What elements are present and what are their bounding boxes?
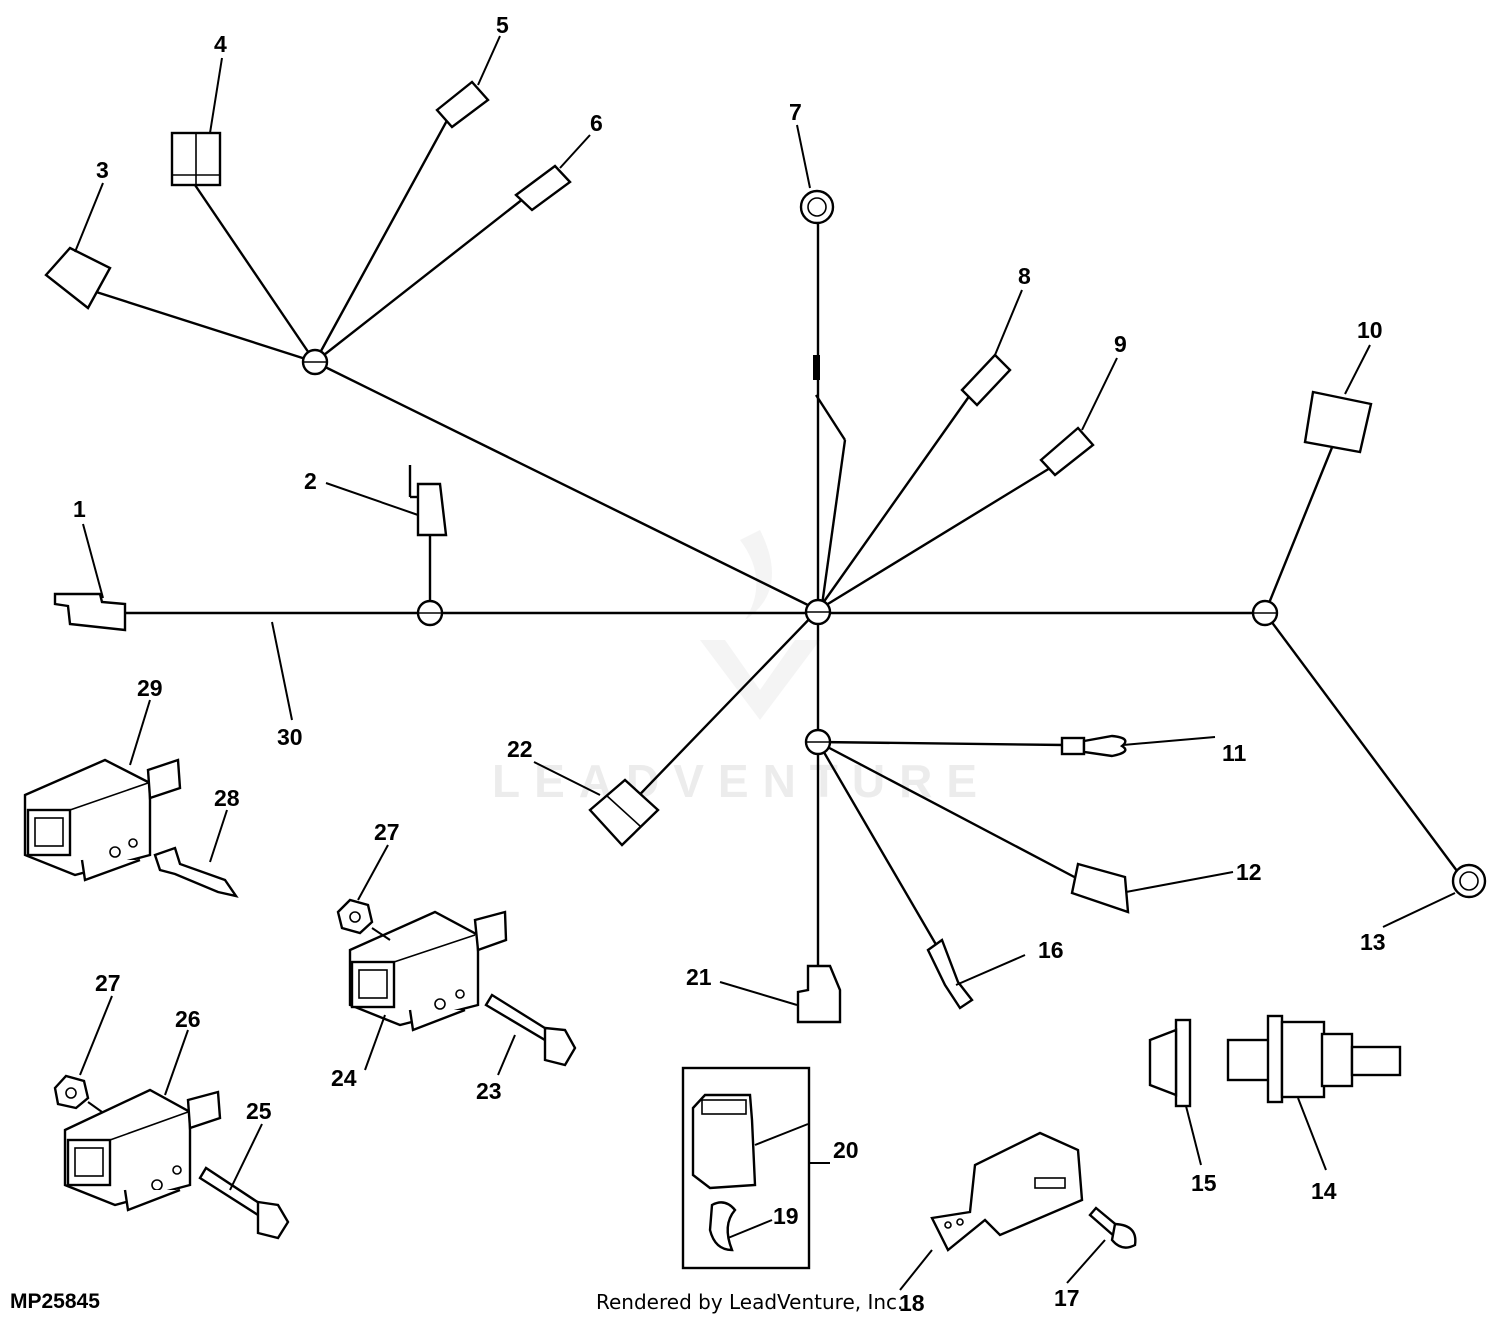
watermark-logo [700,530,820,720]
watermark-text: LEADVENTURE [492,755,991,807]
callout-27-lower: 27 [95,970,121,996]
leader-lines [74,35,1456,1291]
bolt-23 [484,993,577,1067]
callout-27-upper: 27 [374,819,400,845]
callout-10: 10 [1357,317,1383,343]
render-credit: Rendered by LeadVenture, Inc. [596,1290,904,1314]
connector-1 [53,592,127,632]
fuse-kit-box-20 [681,1066,811,1270]
switch-24 [348,910,508,1032]
connector-12 [1070,862,1130,914]
callout-18: 18 [899,1290,925,1316]
boot-15 [1148,1018,1192,1108]
switch-29 [23,758,182,882]
callout-24: 24 [331,1065,357,1091]
splice-nodes [301,348,1279,756]
callout-2: 2 [304,468,317,494]
connector-5 [435,80,490,129]
connector-2 [408,465,448,537]
callout-30: 30 [277,724,303,750]
callout-28: 28 [214,785,240,811]
callout-12: 12 [1236,859,1262,885]
ring-terminal-13 [1451,863,1487,899]
callout-14: 14 [1311,1178,1337,1204]
connector-8 [960,353,1012,407]
callout-25: 25 [246,1098,272,1124]
callout-11: 11 [1222,740,1247,766]
bracket-18 [930,1131,1084,1252]
callout-22: 22 [507,736,533,762]
callout-4: 4 [214,31,227,57]
callout-8: 8 [1018,263,1031,289]
callout-29: 29 [137,675,163,701]
nut-27-lower [53,1074,90,1110]
callout-19: 19 [773,1203,799,1229]
connector-22 [588,778,660,847]
callout-16: 16 [1038,937,1064,963]
callout-13: 13 [1360,929,1386,955]
connector-6 [514,164,572,212]
screw-17 [1088,1206,1137,1249]
callout-6: 6 [590,110,603,136]
connector-3 [44,246,112,310]
connector-9 [1039,426,1095,477]
connector-21 [796,964,842,1024]
callout-23: 23 [476,1078,502,1104]
callout-21: 21 [686,964,712,990]
callout-15: 15 [1191,1170,1217,1196]
switch-26 [63,1088,222,1212]
callout-5: 5 [496,12,509,38]
connector-16 [926,938,974,1010]
plunger-switch-14 [1226,1014,1402,1104]
connector-4 [170,131,222,187]
connector-10 [1303,390,1373,454]
nut-27-upper [336,898,374,935]
pin-28 [153,846,239,898]
ring-terminal-7 [799,189,835,380]
spade-terminal-11 [1060,734,1127,758]
main-harness-wires [89,114,1461,965]
callout-20: 20 [833,1137,859,1163]
callout-numbers: 1 2 3 4 5 6 7 8 9 10 11 12 13 14 15 16 1… [73,12,1386,1316]
callout-1: 1 [73,496,86,522]
callout-3: 3 [96,157,109,183]
drawing-code: MP25845 [10,1290,100,1313]
bolt-25 [198,1166,290,1240]
callout-9: 9 [1114,331,1127,357]
callout-7: 7 [789,99,802,125]
callout-26: 26 [175,1006,201,1032]
callout-17: 17 [1054,1285,1080,1311]
